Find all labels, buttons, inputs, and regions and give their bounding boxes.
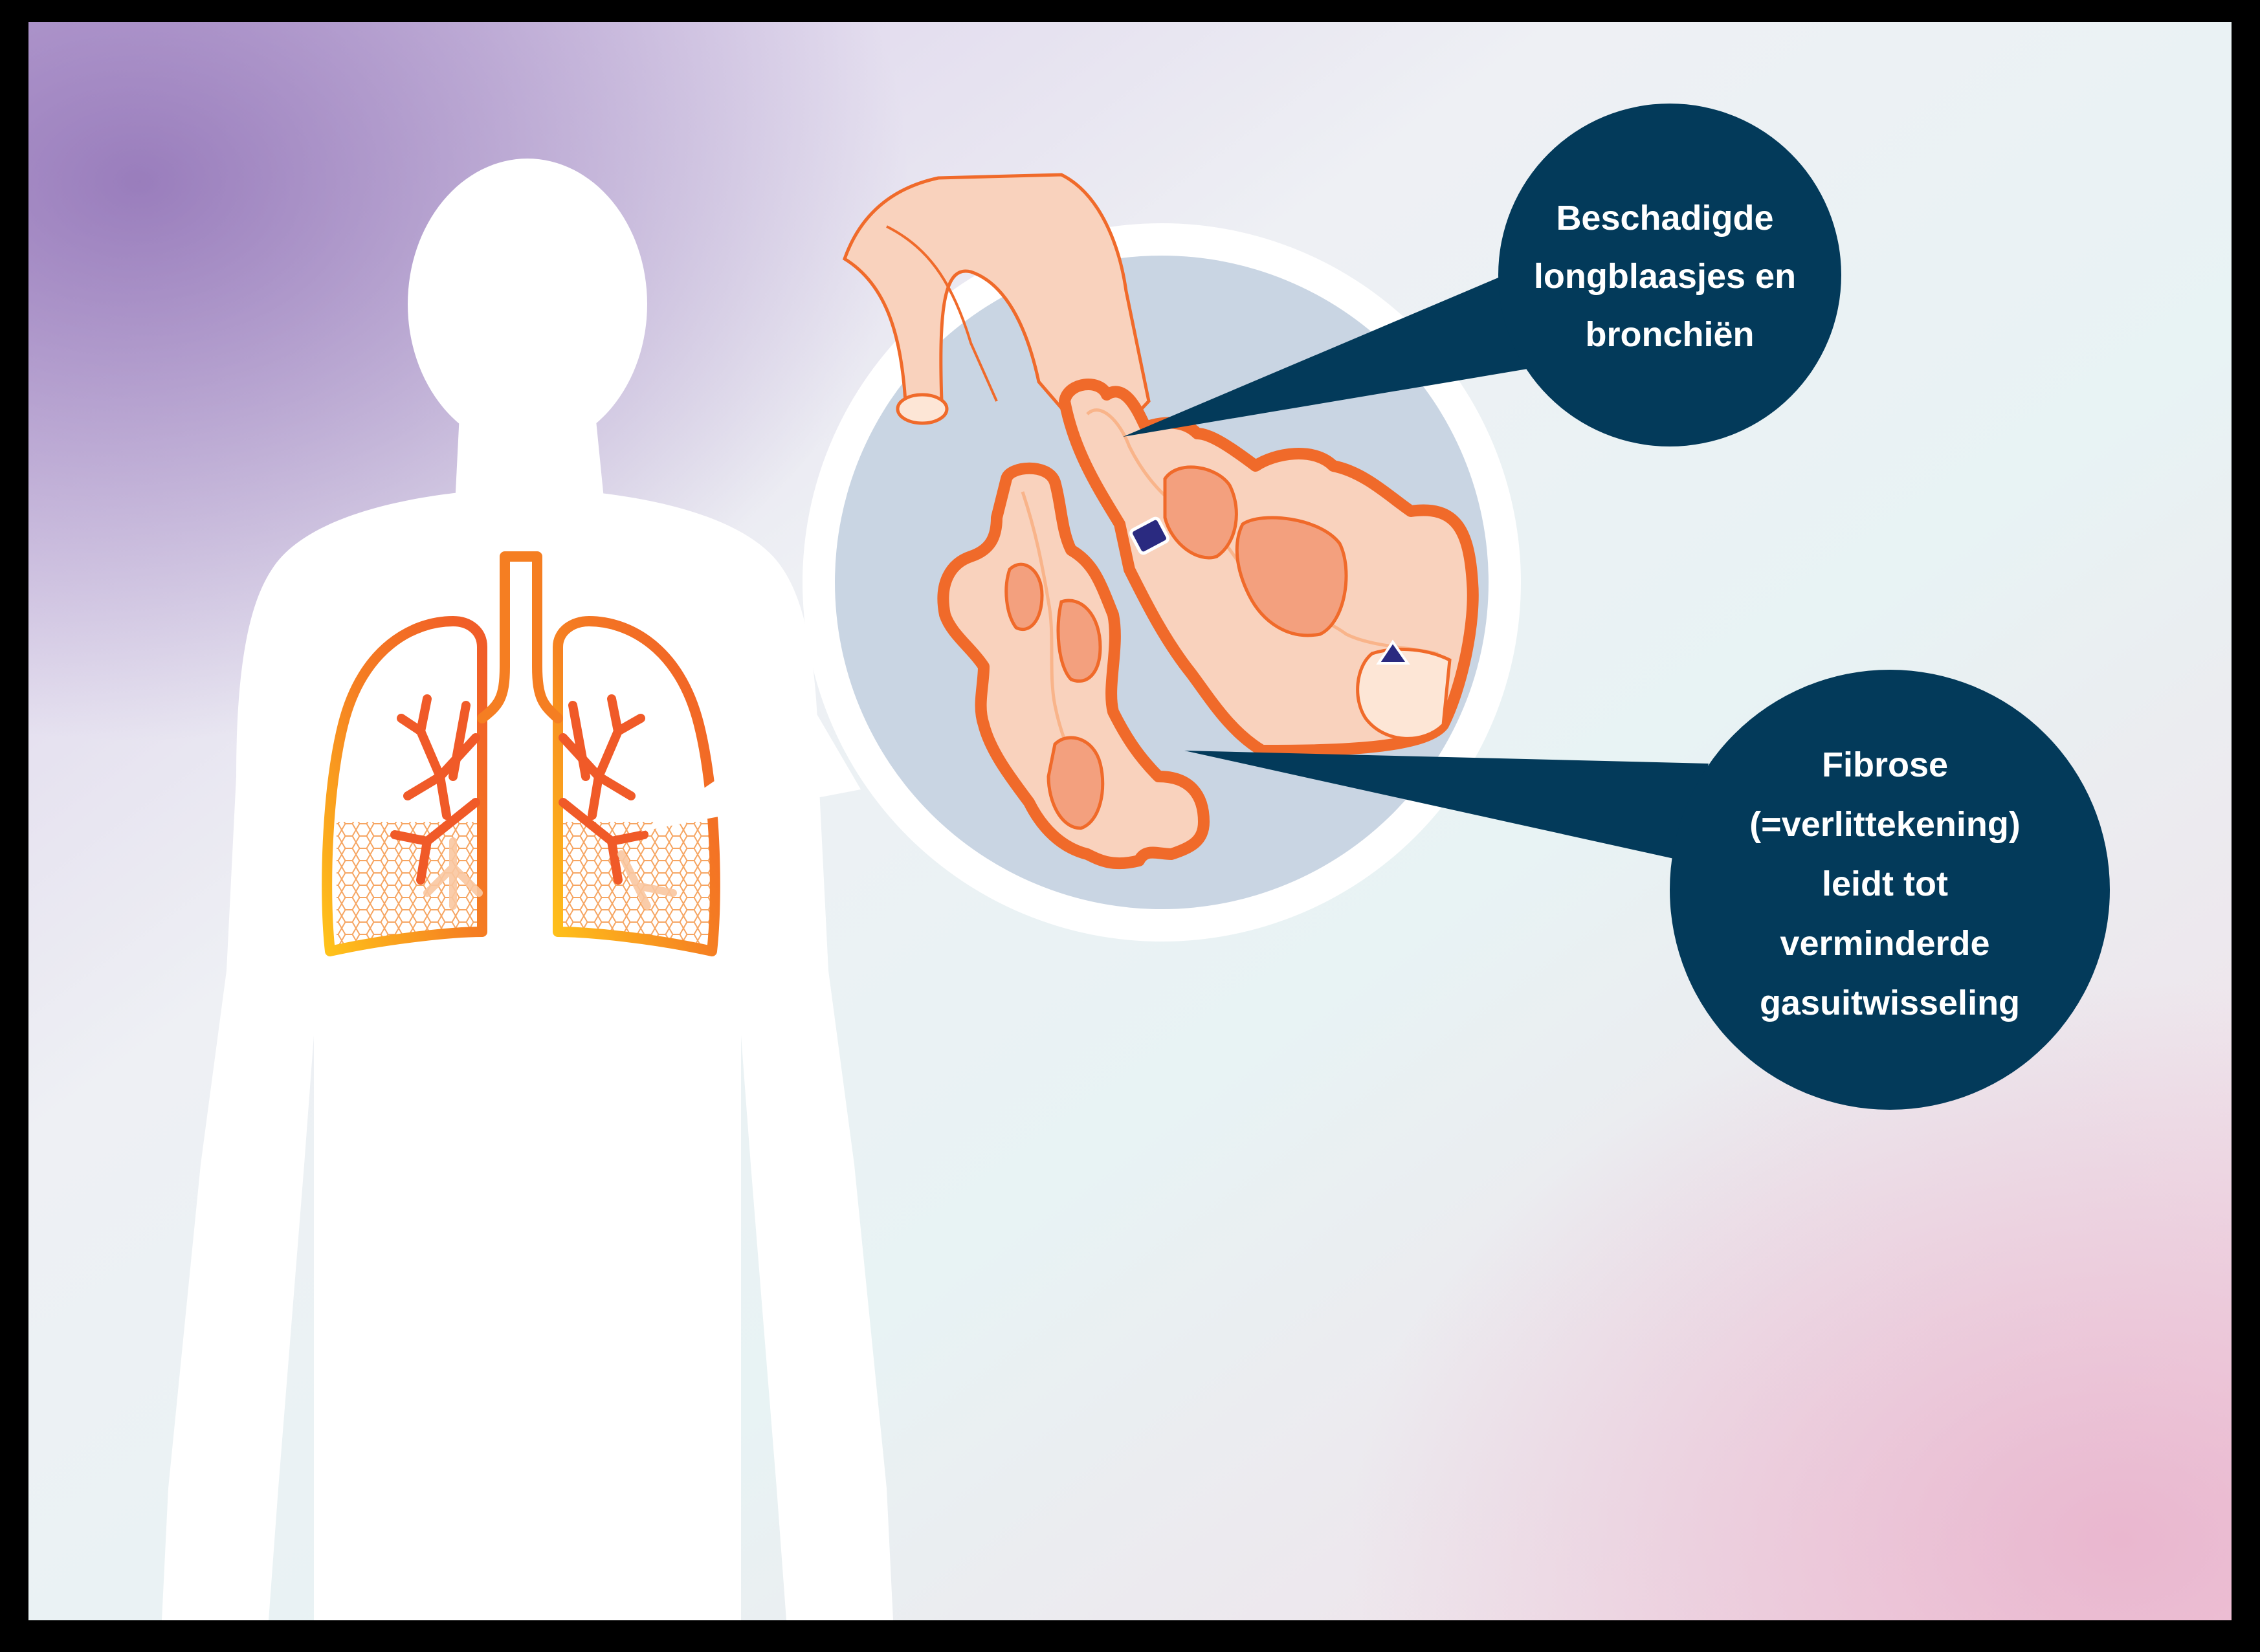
fibrosis-patch-3 <box>1006 564 1042 629</box>
callout-alveoli-line-3: bronchiën <box>1585 315 1754 354</box>
callout-fibrosis-line-4: verminderde <box>1780 924 1989 963</box>
callout-fibrosis-line-5: gasuitwisseling <box>1760 984 2020 1022</box>
callout-fibrosis-line-3: leidt tot <box>1822 865 1948 903</box>
callout-fibrosis-line-1: Fibrose <box>1822 745 1948 784</box>
callout-alveoli-line-2: longblaasjes en <box>1534 257 1796 296</box>
callout-alveoli-line-1: Beschadigde <box>1556 199 1773 237</box>
callout-fibrosis-line-2: (=verlittekening) <box>1749 805 2021 844</box>
airway-opening <box>898 395 947 423</box>
